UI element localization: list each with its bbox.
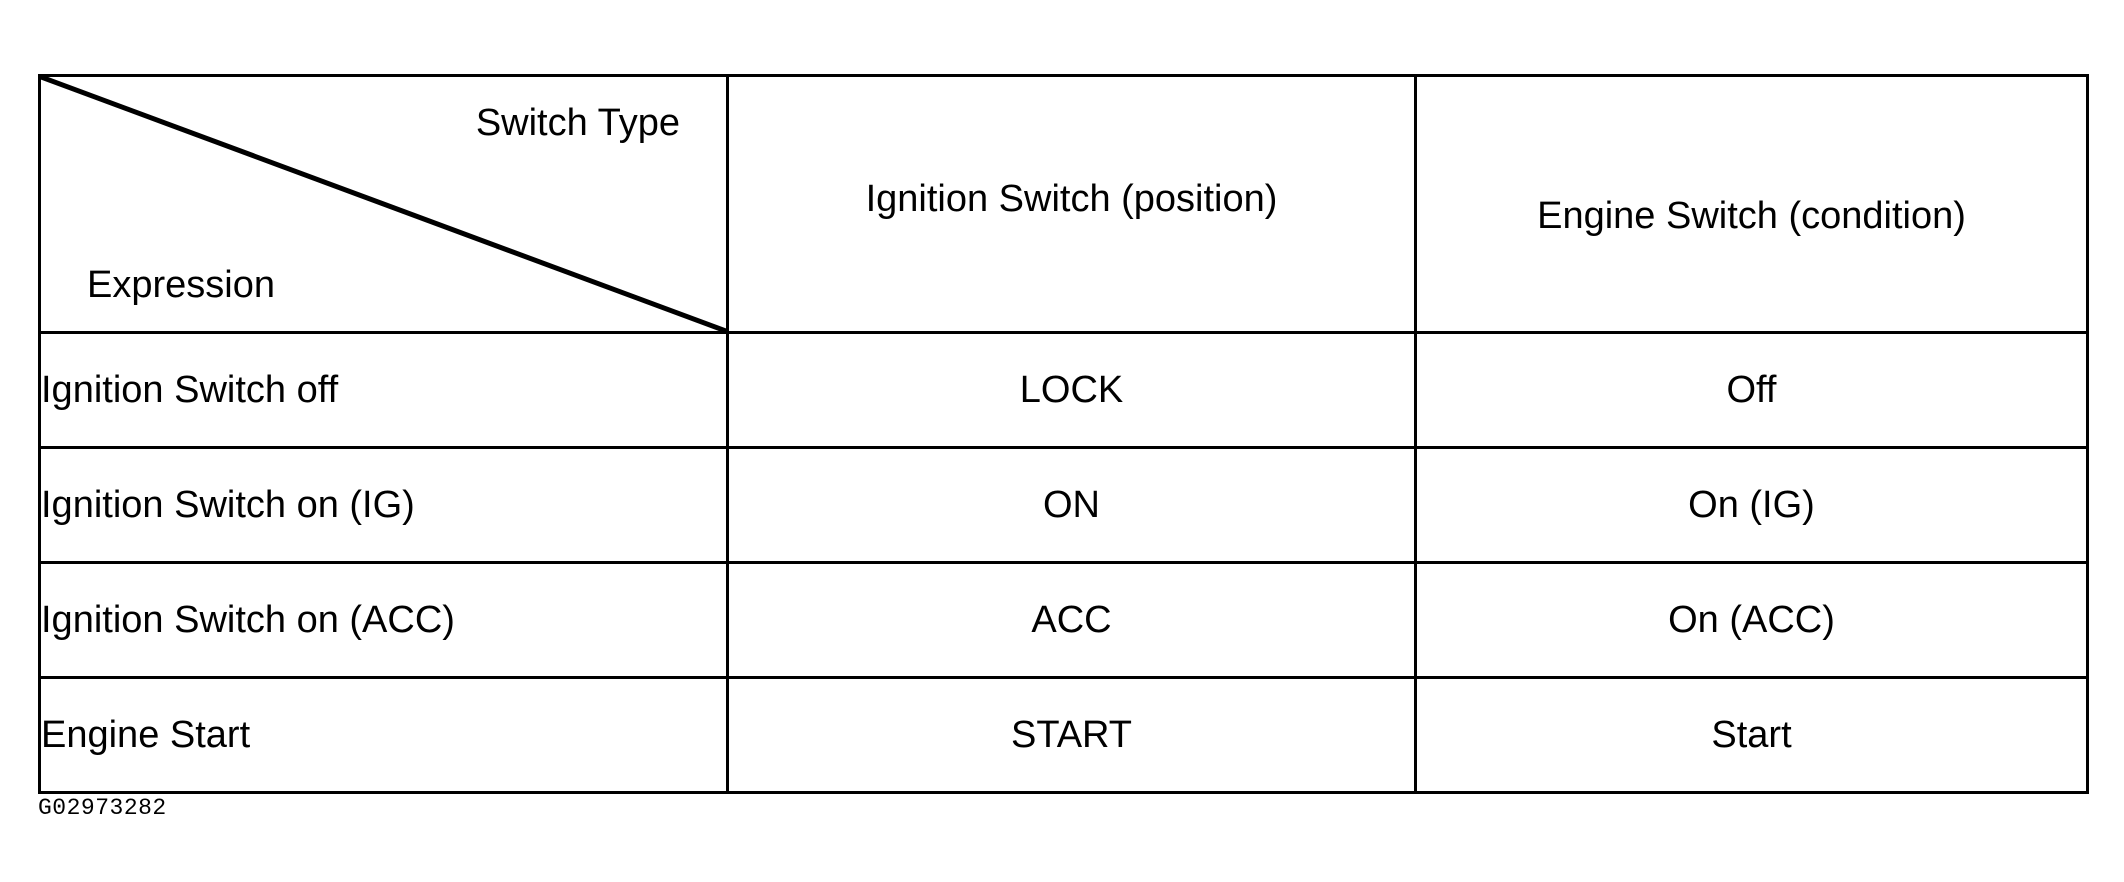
diagonal-divider-icon (41, 77, 726, 331)
cell-ignition-switch: ACC (726, 561, 1417, 679)
table-row: Ignition Switch on (IG) ON On (IG) (38, 446, 2089, 564)
cell-engine-switch: Start (1414, 676, 2089, 794)
cell-expression: Ignition Switch on (IG) (38, 446, 729, 564)
column-header-ignition-switch: Ignition Switch (position) (726, 74, 1417, 334)
figure-id-label: G02973282 (38, 795, 167, 821)
table-row: Engine Start START Start (38, 676, 2089, 794)
cell-expression: Ignition Switch on (ACC) (38, 561, 729, 679)
corner-row-axis-label: Expression (87, 264, 275, 307)
table-header-row: Switch Type Expression Ignition Switch (… (38, 74, 2089, 334)
cell-expression: Ignition Switch off (38, 331, 729, 449)
table-corner-header-cell: Switch Type Expression (38, 74, 729, 334)
cell-engine-switch: On (ACC) (1414, 561, 2089, 679)
cell-ignition-switch: ON (726, 446, 1417, 564)
cell-ignition-switch: START (726, 676, 1417, 794)
table-row: Ignition Switch off LOCK Off (38, 331, 2089, 449)
corner-column-axis-label: Switch Type (475, 102, 680, 144)
cell-ignition-switch: LOCK (726, 331, 1417, 449)
table-row: Ignition Switch on (ACC) ACC On (ACC) (38, 561, 2089, 679)
switch-type-expression-table: Switch Type Expression Ignition Switch (… (38, 74, 2089, 794)
cell-engine-switch: On (IG) (1414, 446, 2089, 564)
column-header-engine-switch: Engine Switch (condition) (1414, 74, 2089, 334)
cell-expression: Engine Start (38, 676, 729, 794)
cell-engine-switch: Off (1414, 331, 2089, 449)
